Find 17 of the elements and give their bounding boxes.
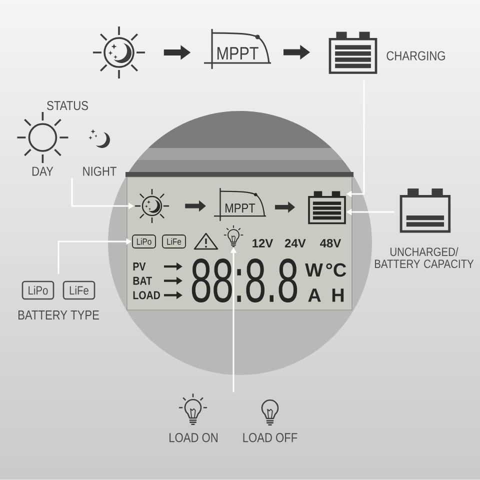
label-tag: LiPo [22,280,54,300]
battery-icon [328,32,378,74]
label-tag: LiFe [62,280,96,300]
light-bulb-icon [261,399,279,426]
mppt-graph: MPPT [203,28,272,70]
group-heading: STATUS [47,100,88,110]
icon-caption: NIGHT [83,166,116,176]
icon-caption: UNCHARGED/ BATTERY CAPACITY [375,247,474,268]
node-label: MPPT [218,47,258,60]
battery-icon [400,188,451,233]
icon-caption: CHARGING [386,51,445,60]
icon-caption: LOAD ON [170,433,218,442]
sun-moon-icon [92,26,146,80]
icon-caption: LOAD OFF [243,433,298,442]
light-bulb-icon [178,392,208,426]
group-heading: BATTERY TYPE [18,310,99,320]
icon-caption: DAY [32,166,54,176]
